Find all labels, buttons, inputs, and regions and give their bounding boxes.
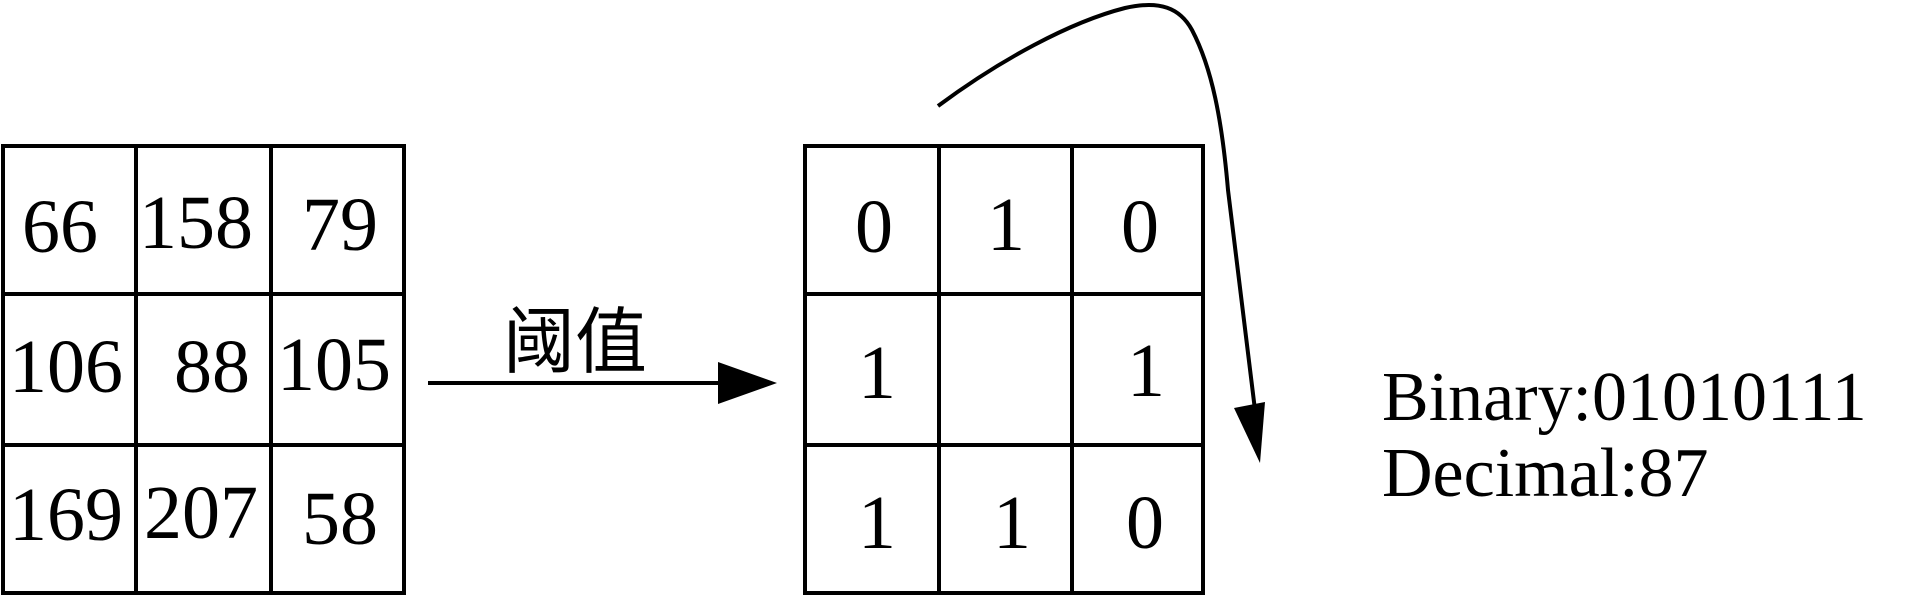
- binary-cell-1-0: 1: [858, 331, 896, 415]
- binary-cell-0-2: 0: [1121, 185, 1159, 269]
- threshold-arrow-head: [718, 362, 777, 404]
- input-cell-0-0: 66: [22, 185, 98, 269]
- input-cell-1-2: 105: [277, 323, 391, 407]
- binary-result: Binary:01010111: [1382, 359, 1867, 436]
- input-cell-0-1: 158: [139, 181, 253, 265]
- binary-grid: 0 1 0 1 1 1 1 0: [803, 144, 1205, 595]
- input-cell-1-1: 88: [174, 325, 250, 409]
- input-cell-1-0: 106: [9, 325, 123, 409]
- reading-order-arrowhead: [1234, 402, 1265, 463]
- threshold-arrow: 阈值: [428, 303, 777, 404]
- binary-cell-0-0: 0: [855, 185, 893, 269]
- threshold-label: 阈值: [503, 303, 647, 383]
- binary-grid-border: [803, 144, 1205, 595]
- binary-cell-2-2: 0: [1126, 481, 1164, 565]
- result-block: Binary:01010111 Decimal:87: [1382, 359, 1867, 512]
- input-cell-2-2: 58: [302, 477, 378, 561]
- binary-cell-2-0: 1: [858, 481, 896, 565]
- input-cell-2-0: 169: [9, 473, 123, 557]
- binary-cell-0-1: 1: [987, 183, 1025, 267]
- reading-order-arrow: [936, 3, 1265, 463]
- input-grid-border: [1, 144, 406, 595]
- input-cell-0-2: 79: [302, 183, 378, 267]
- input-cell-2-1: 207: [144, 471, 258, 555]
- input-grid: 66 158 79 106 88 105 169 207 58: [1, 144, 406, 595]
- binary-cell-1-2: 1: [1127, 329, 1165, 413]
- decimal-result: Decimal:87: [1382, 435, 1709, 512]
- binary-cell-2-1: 1: [993, 481, 1031, 565]
- reading-order-curve: [936, 3, 1257, 411]
